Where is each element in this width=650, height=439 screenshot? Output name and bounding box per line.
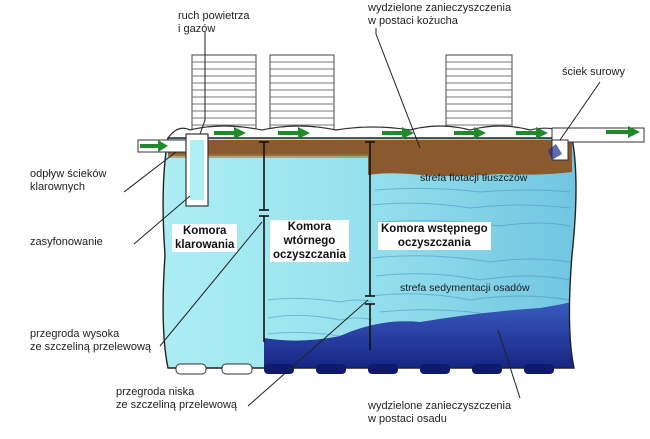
label-high-partition: przegroda wysoka ze szczeliną przelewową [30,328,152,353]
zone-flotation: strefa flotacji tłuszczów [420,172,528,184]
arrow-flow-4-icon [454,127,486,139]
label-raw-sewage: ściek surowy [562,66,625,78]
tank-feet-left [175,363,253,375]
arrow-inflow-icon [606,126,640,138]
chamber-primary: Komora wstępnego oczyszczania [378,222,491,250]
label-siphon: zasyfonowanie [30,236,103,248]
arrow-flow-5-icon [516,127,548,139]
tank-feet [264,364,554,374]
leader-lines [123,28,601,407]
sludge-layer [264,300,577,368]
riser-right [445,54,513,138]
outflow-pipe [137,133,209,207]
flow-arrows [140,126,640,152]
arrow-flow-3-icon [382,127,414,139]
label-air-gas: ruch powietrza i gazów [178,10,250,35]
arrow-flow-1-icon [214,127,246,139]
arrow-flow-2-icon [278,127,310,139]
partition-low [365,141,375,350]
label-clear-outflow: odpływ ścieków klarownych [30,168,107,193]
zone-sedimentation: strefa sedymentacji osadów [400,282,530,294]
flow-streaks [267,187,571,337]
label-separated-sludge: wydzielone zanieczyszczenia w postaci os… [368,400,512,425]
label-separated-scum: wydzielone zanieczyszczenia w postaci ko… [368,2,512,27]
chamber-clarifying: Komora klarowania [172,224,238,252]
partition-high [259,141,269,342]
arrow-outflow-icon [140,140,168,152]
label-low-partition: przegroda niska ze szczeliną przelewową [116,386,238,411]
riser-middle [269,54,335,138]
chamber-secondary: Komora wtórnego oczyszczania [270,220,349,262]
riser-left [191,54,257,138]
